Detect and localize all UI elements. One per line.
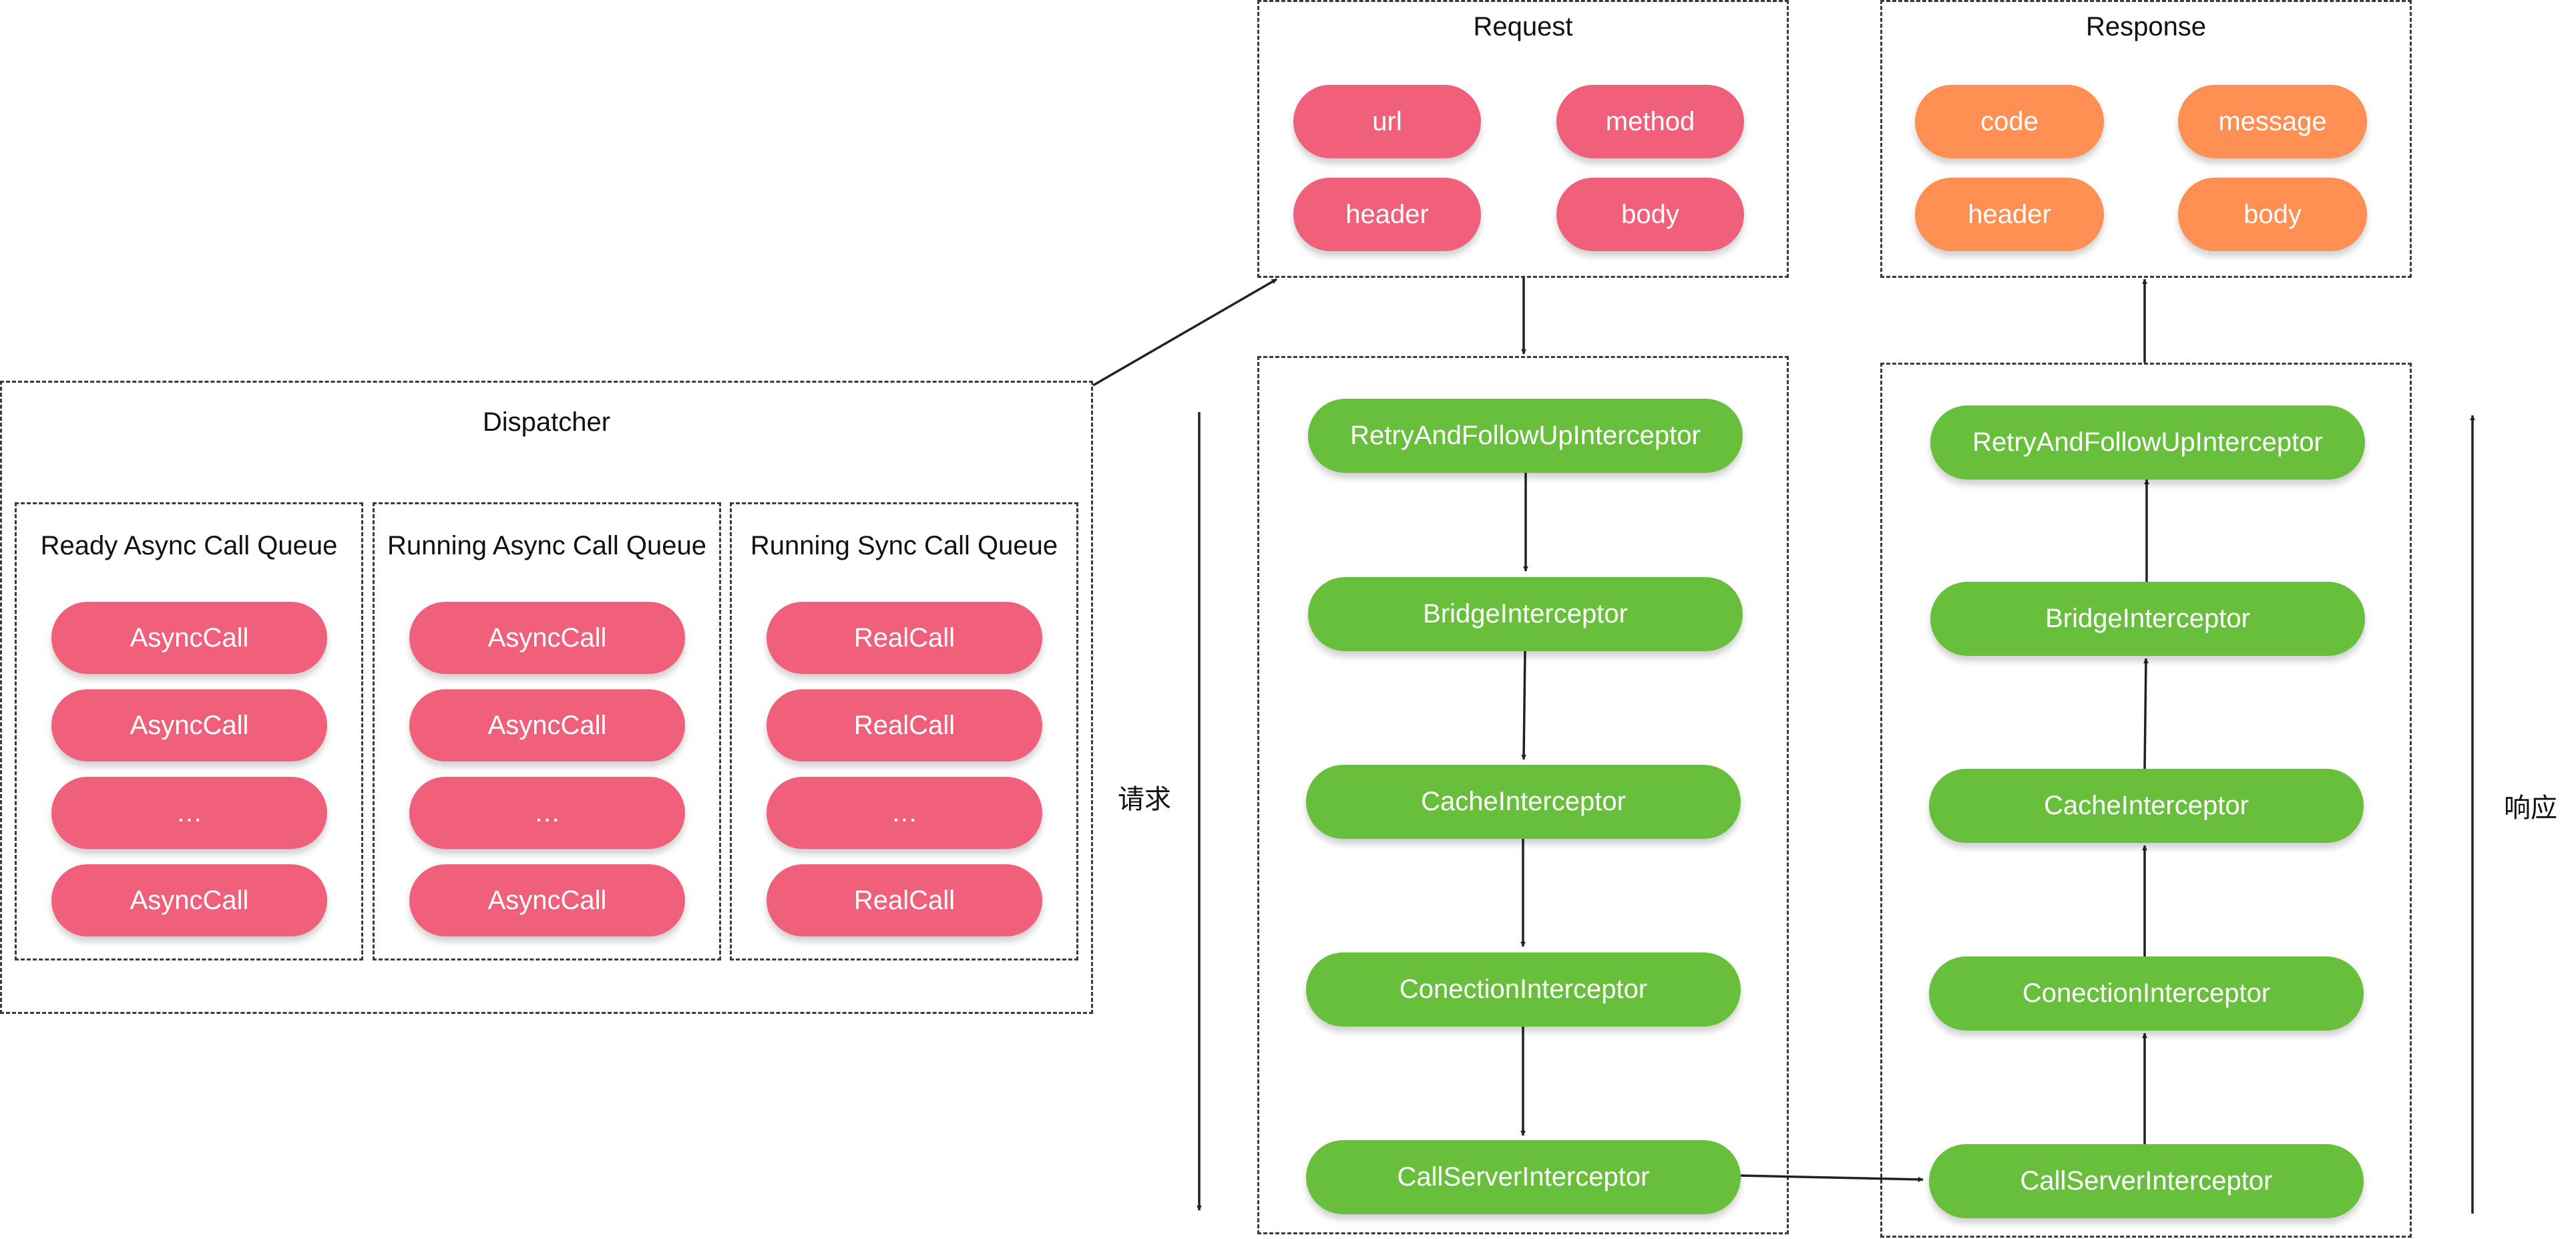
dispatcher-box <box>0 381 1093 1014</box>
request-direction-label: 请求 <box>1118 785 1171 814</box>
resp-interceptor-pill: RetryAndFollowUpInterceptor <box>1930 405 2365 480</box>
callserver-to-callserver-arrow <box>1740 1174 1924 1182</box>
response-direction-label: 响应 <box>2504 793 2557 823</box>
running-sync-queue-box <box>730 502 1078 960</box>
resp-interceptor-pill: BridgeInterceptor <box>1930 582 2365 656</box>
req-interceptor-pill: ConectionInterceptor <box>1306 952 1741 1027</box>
request-method-pill: method <box>1556 85 1744 158</box>
response-message-pill: message <box>2178 85 2367 158</box>
queue-call-pill: AsyncCall <box>51 689 327 761</box>
queue-call-pill: AsyncCall <box>409 864 685 936</box>
resp-interceptor-pill: ConectionInterceptor <box>1929 956 2364 1031</box>
req-interceptor-pill: CacheInterceptor <box>1306 765 1741 839</box>
response-box <box>1880 0 2412 278</box>
resp-chain-arrow-3 <box>2143 658 2149 769</box>
queue-call-pill: AsyncCall <box>409 602 685 674</box>
response-header-pill: header <box>1915 178 2104 251</box>
queue-call-pill: AsyncCall <box>51 864 327 936</box>
request-chain-box <box>1257 356 1789 1234</box>
queue-call-pill: RealCall <box>767 689 1042 761</box>
running-async-queue-box <box>373 502 721 960</box>
response-title: Response <box>2085 12 2207 41</box>
req-chain-arrow-2 <box>1521 651 1527 760</box>
request-url-pill: url <box>1293 85 1481 158</box>
request-title: Request <box>1473 12 1573 41</box>
queue-call-pill: … <box>767 777 1042 849</box>
queue-call-pill: RealCall <box>767 602 1042 674</box>
request-header-pill: header <box>1293 178 1481 251</box>
response-code-pill: code <box>1915 85 2104 158</box>
ready-async-queue-box <box>15 502 363 960</box>
dispatcher-to-request-arrow <box>1092 278 1277 387</box>
req-interceptor-pill: CallServerInterceptor <box>1306 1140 1741 1214</box>
ready-async-queue-title: Ready Async Call Queue <box>40 531 338 560</box>
queue-call-pill: … <box>51 777 327 849</box>
request-body-pill: body <box>1556 178 1744 251</box>
running-async-queue-title: Running Async Call Queue <box>387 531 707 560</box>
dispatcher-title: Dispatcher <box>482 407 611 437</box>
resp-interceptor-pill: CallServerInterceptor <box>1929 1144 2364 1218</box>
request-box <box>1257 0 1789 278</box>
queue-call-pill: … <box>409 777 685 849</box>
response-chain-box <box>1880 363 2412 1238</box>
queue-call-pill: RealCall <box>767 864 1042 936</box>
resp-interceptor-pill: CacheInterceptor <box>1929 769 2364 843</box>
req-interceptor-pill: RetryAndFollowUpInterceptor <box>1308 399 1743 473</box>
response-body-pill: body <box>2178 178 2367 251</box>
running-sync-queue-title: Running Sync Call Queue <box>750 531 1058 560</box>
req-interceptor-pill: BridgeInterceptor <box>1308 577 1743 651</box>
queue-call-pill: AsyncCall <box>409 689 685 761</box>
queue-call-pill: AsyncCall <box>51 602 327 674</box>
